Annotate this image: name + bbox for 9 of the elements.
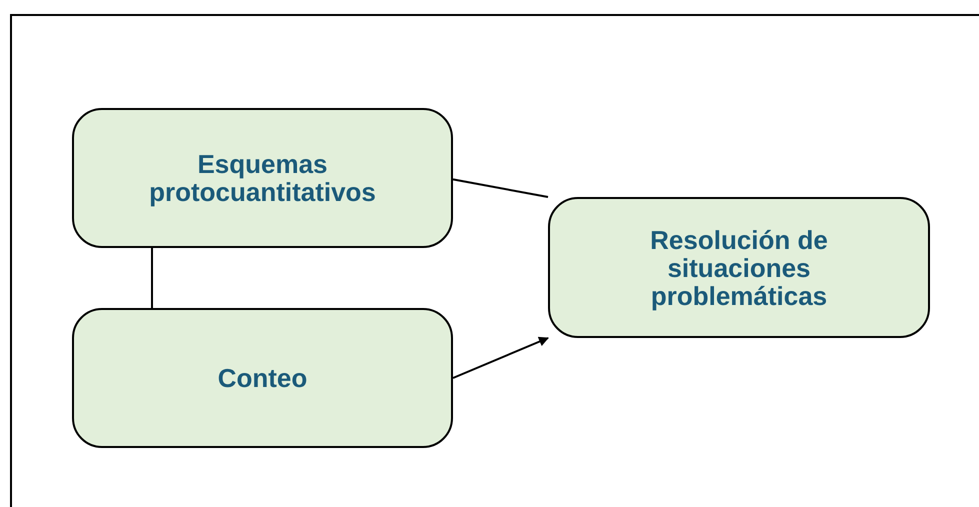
box-label: Conteo [218,364,308,392]
connector-line [452,178,548,198]
box-label: Esquemas protocuantitativos [148,150,377,206]
process-box [72,108,453,248]
process-box [72,308,453,448]
process-box [548,197,930,338]
arrow [452,336,549,379]
connector-line [151,248,153,308]
box-label: Resolución de situaciones problemáticas [649,226,829,310]
